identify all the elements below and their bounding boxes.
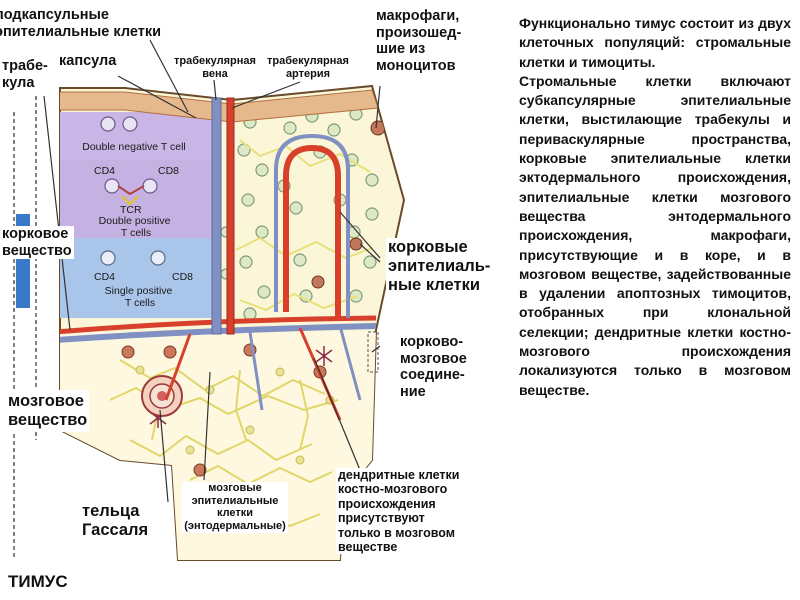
cd8-label-a: CD8 <box>158 165 179 177</box>
capsule-label: капсула <box>56 53 119 70</box>
medullary-epithelial-label: мозговые эпителиальные клетки (энтодерма… <box>182 482 288 533</box>
subcapsular-label: подкапсульные эпителиальные клетки <box>0 7 161 40</box>
cd4-label-a: CD4 <box>94 165 115 177</box>
cortex-label: корковое вещество <box>0 226 74 259</box>
cd8-label-b: CD8 <box>172 271 193 283</box>
cd4-label-b: CD4 <box>94 271 115 283</box>
trabecular-vein <box>212 98 221 334</box>
corticomedullary-label: корково- мозговое соедине- ние <box>398 334 469 401</box>
thymus-title: ТИМУС <box>8 572 68 592</box>
description-text: Функционально тимус состоит из двух клет… <box>519 14 791 400</box>
trabecular-artery-label: трабекулярная артерия <box>253 55 363 80</box>
macrophages-label: макрофаги, произошед- шие из моноцитов <box>376 8 461 75</box>
double-negative-label: Double negative T cell <box>82 141 186 153</box>
cortical-epithelial-label: корковые эпителиаль- ные клетки <box>386 238 492 295</box>
single-positive-line2: T cells <box>125 297 155 309</box>
double-positive-line1: Double positive <box>99 215 171 227</box>
single-positive-line1: Single positive <box>105 285 173 297</box>
trabecula-label: трабе- кула <box>0 58 50 91</box>
hassall-corpuscle <box>142 376 182 416</box>
trabecular-artery <box>227 98 234 334</box>
paragraph-1: Функционально тимус состоит из двух клет… <box>519 14 791 72</box>
paragraph-2: Стромальные клетки включают субкапсулярн… <box>519 72 791 400</box>
hassall-label: тельца Гассаля <box>80 502 150 540</box>
dendritic-label: дендритные клетки костно-мозгового проис… <box>336 468 462 554</box>
medulla-label: мозговое вещество <box>6 390 89 432</box>
double-positive-line2: T cells <box>121 227 151 239</box>
